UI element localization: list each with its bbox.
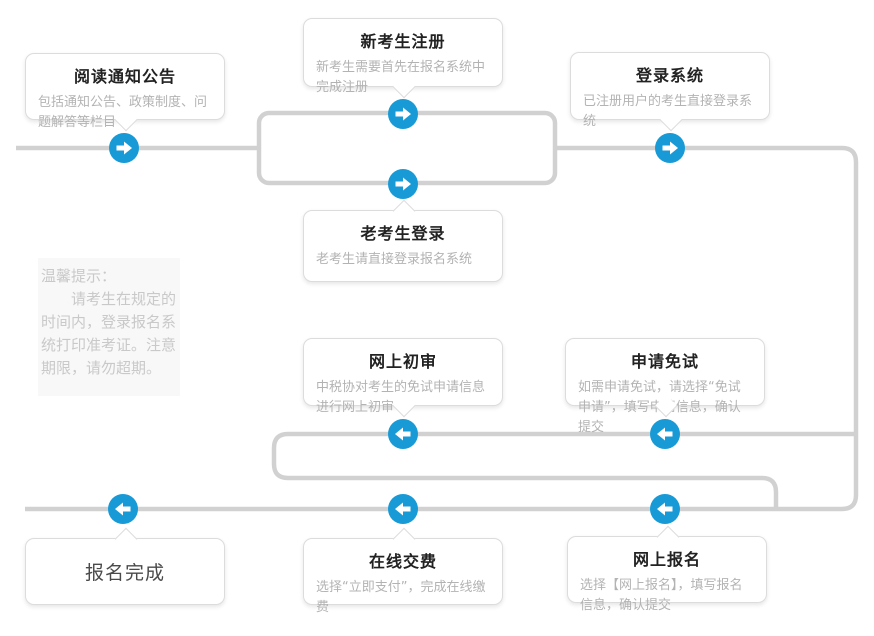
arrow-left-icon bbox=[388, 419, 418, 449]
node-desc: 新考生需要首先在报名系统中完成注册 bbox=[316, 60, 486, 96]
line-review-serpentine bbox=[271, 431, 855, 509]
node-desc: 老考生请直接登录报名系统 bbox=[316, 252, 473, 267]
flow-node-signup: 网上报名 选择【网上报名】，填写报名信息，确认提交 bbox=[567, 525, 767, 613]
flow-node-old-login: 老考生登录 老考生请直接登录报名系统 bbox=[303, 199, 503, 282]
node-desc: 已注册用户的考生直接登录系统 bbox=[583, 94, 753, 130]
arrow-left-icon bbox=[650, 494, 680, 524]
flow-node-new-register: 新考生注册 新考生需要首先在报名系统中完成注册 bbox=[303, 18, 503, 98]
arrow-right-icon bbox=[388, 99, 418, 129]
flow-node-pay: 在线交费 选择“立即支付”，完成在线缴费 bbox=[303, 527, 503, 615]
node-desc: 选择“立即支付”，完成在线缴费 bbox=[316, 580, 486, 616]
node-title: 报名完成 bbox=[84, 562, 165, 584]
node-title: 在线交费 bbox=[368, 552, 437, 571]
flow-node-login: 登录系统 已注册用户的考生直接登录系统 bbox=[570, 52, 770, 131]
arrow-right-icon bbox=[109, 133, 139, 163]
tips-body: 请考生在规定的时间内，登录报名系统打印准考证。注意期限，请勿超期。 bbox=[41, 290, 177, 377]
tips-note: 温馨提示： 请考生在规定的时间内，登录报名系统打印准考证。注意期限，请勿超期。 bbox=[38, 258, 180, 396]
line-right-down-bottom bbox=[25, 145, 859, 512]
flow-node-read-notice: 阅读通知公告 包括通知公告、政策制度、问题解答等栏目 bbox=[25, 53, 225, 131]
node-title: 阅读通知公告 bbox=[73, 67, 176, 86]
flow-node-complete: 报名完成 bbox=[25, 527, 225, 605]
arrow-right-icon bbox=[388, 169, 418, 199]
arrow-left-icon bbox=[388, 494, 418, 524]
node-title: 登录系统 bbox=[635, 66, 704, 85]
node-title: 网上报名 bbox=[632, 550, 701, 569]
node-title: 新考生注册 bbox=[360, 32, 446, 51]
flow-node-review: 网上初审 中税协对考生的免试申请信息进行网上初审 bbox=[303, 338, 503, 417]
node-desc: 选择【网上报名】，填写报名信息，确认提交 bbox=[580, 578, 743, 614]
arrow-right-icon bbox=[655, 133, 685, 163]
node-title: 申请免试 bbox=[630, 352, 699, 371]
arrow-left-icon bbox=[650, 419, 680, 449]
flow-node-exempt: 申请免试 如需申请免试，请选择“免试申请”，填写申请信息，确认提交 bbox=[565, 338, 765, 435]
tips-heading: 温馨提示： bbox=[41, 267, 117, 285]
node-desc: 中税协对考生的免试申请信息进行网上初审 bbox=[316, 380, 486, 416]
node-desc: 包括通知公告、政策制度、问题解答等栏目 bbox=[38, 95, 208, 131]
arrow-left-icon bbox=[108, 494, 138, 524]
node-title: 老考生登录 bbox=[360, 224, 446, 243]
node-title: 网上初审 bbox=[368, 352, 437, 371]
